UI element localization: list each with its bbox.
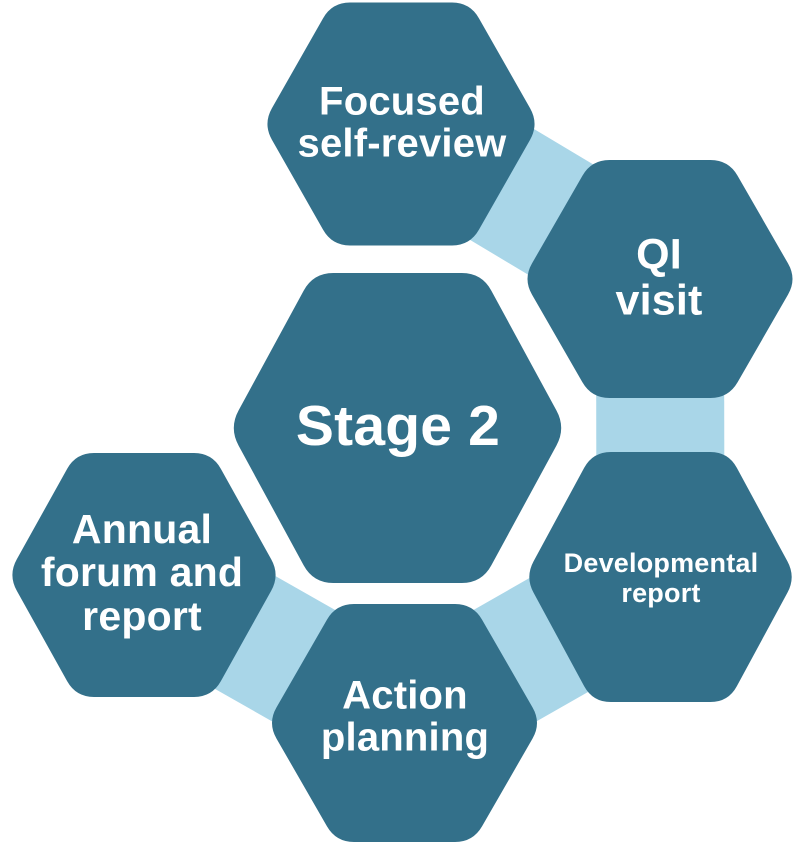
hexagon-focused-self-review bbox=[267, 2, 535, 246]
hexagon-qi-visit bbox=[527, 160, 793, 398]
hex-label-stage-2: Stage 2 bbox=[295, 393, 501, 458]
hex-label-annual-forum-and-report: Annual forum and report bbox=[40, 505, 244, 639]
hexagon-action-planning bbox=[272, 604, 537, 842]
hex-label-qi-visit: QI visit bbox=[615, 230, 703, 324]
hex-label-developmental-report: Developmental report bbox=[563, 547, 759, 608]
hexagon-annual-forum-and-report bbox=[12, 453, 276, 697]
hexagon-developmental-report bbox=[529, 452, 792, 702]
hexagon-stage-2 bbox=[233, 273, 562, 583]
hex-label-action-planning: Action planning bbox=[320, 673, 490, 760]
hexagons bbox=[12, 2, 793, 842]
hex-label-focused-self-review: Focused self-review bbox=[297, 79, 507, 166]
